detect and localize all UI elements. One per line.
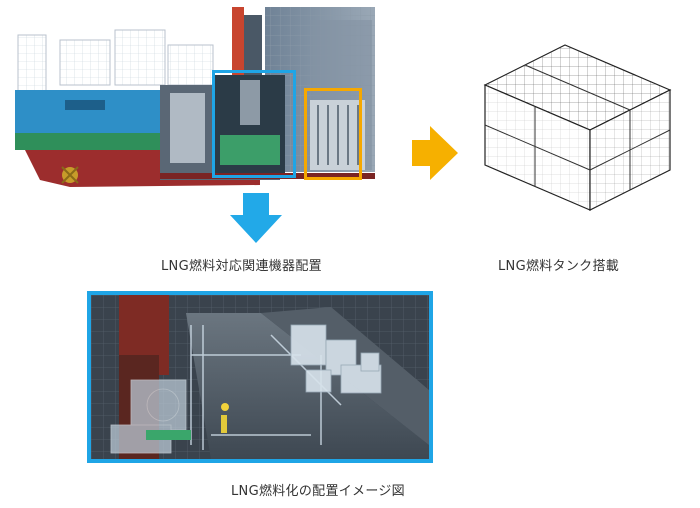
equipment-highlight-frame (212, 70, 296, 178)
engine-room-render (91, 295, 429, 459)
arrow-right-icon (412, 126, 458, 180)
tank-installation-label: LNG燃料タンク搭載 (498, 259, 620, 274)
equipment-layout-label: LNG燃料対応関連機器配置 (161, 259, 322, 274)
tank-highlight-frame (304, 88, 362, 180)
layout-image-caption: LNG燃料化の配置イメージ図 (231, 484, 405, 499)
arrow-down-icon (230, 193, 282, 243)
lng-tank-image (483, 44, 672, 211)
layout-image-frame (87, 291, 433, 463)
